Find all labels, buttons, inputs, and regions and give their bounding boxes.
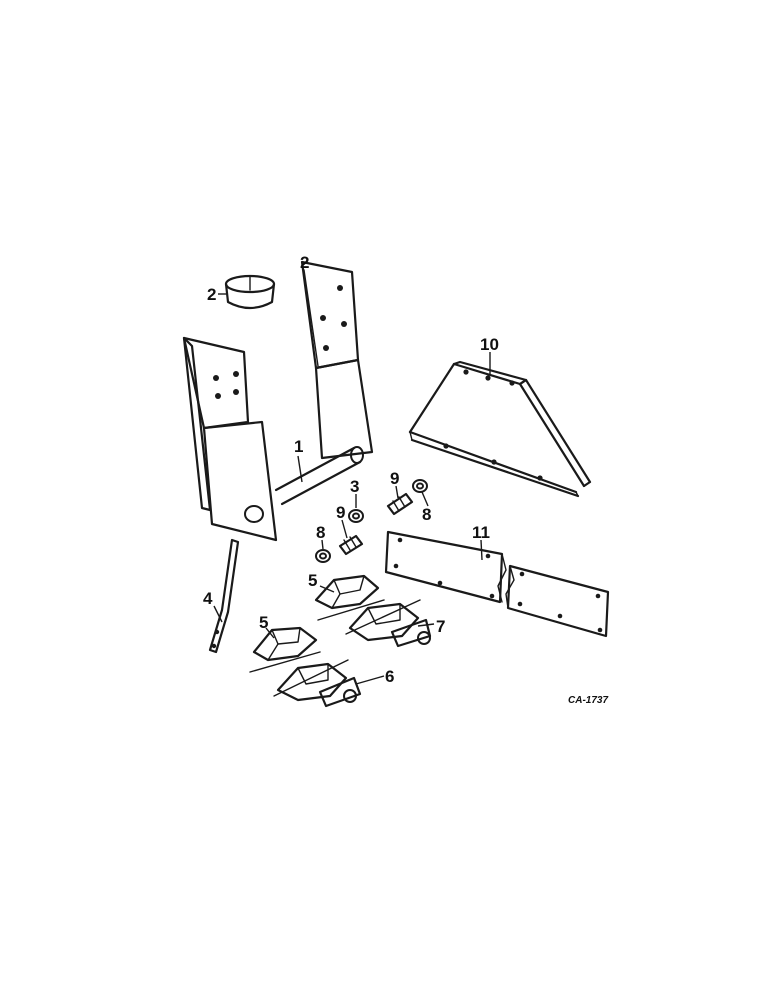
part-curved-rod: [208, 538, 240, 654]
part-bolt-9-right: [386, 492, 414, 516]
leader-lines: [213, 293, 491, 685]
part-left-upright-bracket: [182, 336, 278, 542]
callout-8-left: 8: [316, 523, 325, 542]
part-cross-tube: [274, 446, 364, 506]
callout-5-lower: 5: [259, 613, 268, 632]
callout-2-plate: 2: [300, 253, 309, 272]
part-guard-5-lower: [249, 626, 321, 673]
callout-4: 4: [203, 589, 213, 608]
part-bracket-7: [345, 599, 432, 648]
part-triangular-panel: [408, 360, 592, 498]
part-bushing-3: [348, 509, 364, 523]
callout-2-band: 2: [207, 285, 216, 304]
callout-7: 7: [436, 617, 445, 636]
callout-10: 10: [480, 335, 499, 354]
part-band-sleeve: [224, 274, 276, 310]
part-bracket-6: [273, 659, 362, 708]
callout-9-right: 9: [390, 469, 399, 488]
callout-6: 6: [385, 667, 394, 686]
callout-11: 11: [472, 523, 490, 542]
callout-8-right: 8: [422, 505, 431, 524]
callout-3: 3: [350, 477, 359, 496]
part-right-upright-plate: [300, 260, 374, 460]
drawing-code: CA-1737: [568, 695, 608, 706]
callout-5-upper: 5: [308, 571, 317, 590]
part-cover-plate: [384, 530, 610, 638]
callout-9-left: 9: [336, 503, 345, 522]
part-bolt-9-left: [338, 534, 364, 556]
part-bushing-8-left: [315, 549, 331, 563]
part-bushing-8-right: [412, 479, 428, 493]
callout-1: 1: [294, 437, 303, 456]
part-guard-5-upper: [314, 574, 385, 621]
